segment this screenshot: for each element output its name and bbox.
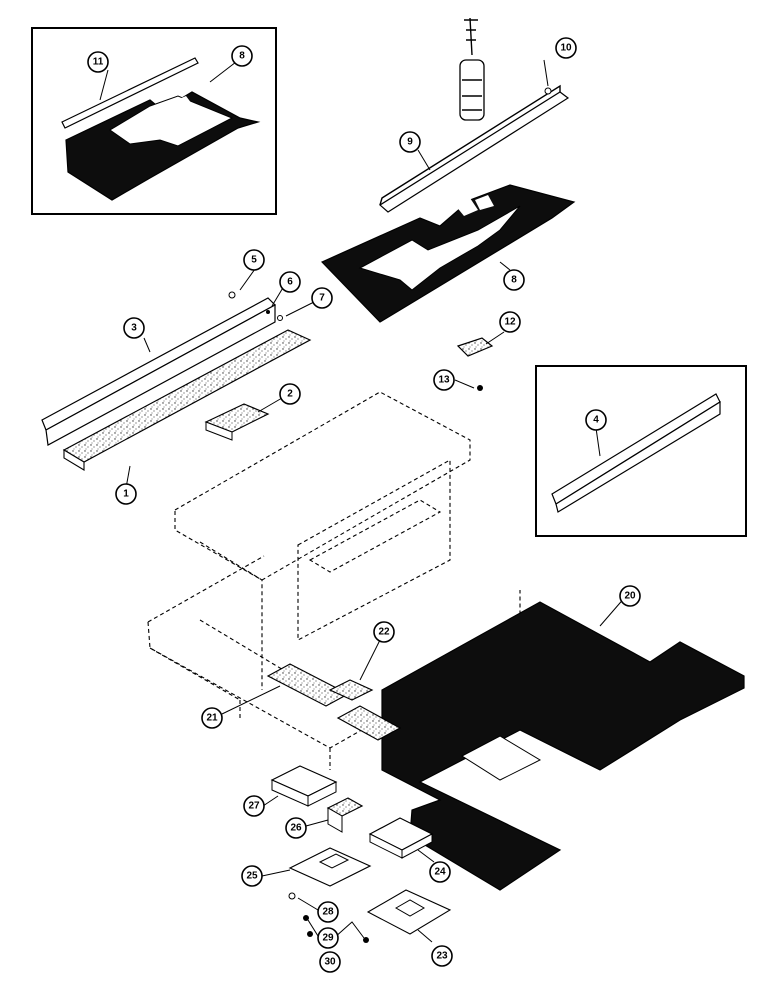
callout-label: 13 xyxy=(438,375,450,386)
callout-29: 29 xyxy=(317,927,339,949)
callout-label: 4 xyxy=(593,415,599,426)
callout-8-main: 8 xyxy=(503,269,525,291)
callout-3: 3 xyxy=(123,317,145,339)
callout-label: 26 xyxy=(290,823,302,834)
nut-7 xyxy=(277,315,283,321)
callout-label: 8 xyxy=(511,275,517,286)
callout-22: 22 xyxy=(373,621,395,643)
floor-mat-20 xyxy=(381,601,745,891)
callout-12: 12 xyxy=(499,311,521,333)
callout-23: 23 xyxy=(431,945,453,967)
callout-8-inset: 8 xyxy=(231,45,253,67)
callout-label: 7 xyxy=(319,293,325,304)
block-26 xyxy=(326,797,364,833)
callout-label: 10 xyxy=(560,43,572,54)
pad-27 xyxy=(270,765,338,807)
pad-24 xyxy=(368,817,434,859)
callout-label: 2 xyxy=(287,389,293,400)
callout-label: 30 xyxy=(324,957,336,968)
callout-label: 3 xyxy=(131,323,137,334)
callout-28: 28 xyxy=(317,901,339,923)
cab-frame-dashed xyxy=(147,391,521,770)
callout-9: 9 xyxy=(399,131,421,153)
callout-label: 6 xyxy=(287,277,293,288)
callout-11: 11 xyxy=(87,51,109,73)
plate-25 xyxy=(288,847,372,887)
callout-label: 22 xyxy=(378,627,390,638)
callout-label: 20 xyxy=(624,591,636,602)
callout-25: 25 xyxy=(241,865,263,887)
callout-1: 1 xyxy=(115,483,137,505)
callout-24: 24 xyxy=(429,861,451,883)
callout-7: 7 xyxy=(311,287,333,309)
callout-label: 5 xyxy=(251,255,257,266)
callout-label: 1 xyxy=(123,489,129,500)
foam-21 xyxy=(266,663,350,707)
angle-strip-3 xyxy=(41,297,276,446)
callout-2: 2 xyxy=(279,383,301,405)
leader-lines xyxy=(99,59,627,943)
washer-28 xyxy=(288,892,296,900)
screw-10 xyxy=(544,87,552,95)
callout-label: 24 xyxy=(434,867,446,878)
nut-30 xyxy=(307,931,313,937)
callout-10: 10 xyxy=(555,37,577,59)
callout-label: 25 xyxy=(246,871,258,882)
callout-6: 6 xyxy=(279,271,301,293)
callout-26: 26 xyxy=(285,817,307,839)
callout-label: 11 xyxy=(93,57,104,68)
callout-13: 13 xyxy=(433,369,455,391)
callout-5: 5 xyxy=(243,249,265,271)
callout-label: 9 xyxy=(407,137,413,148)
callout-label: 28 xyxy=(322,907,334,918)
callout-label: 27 xyxy=(248,801,260,812)
callout-30: 30 xyxy=(319,951,341,973)
foam-22 xyxy=(328,679,374,701)
foam-21b xyxy=(336,705,402,741)
strip-9 xyxy=(378,91,570,213)
block-12 xyxy=(456,337,494,357)
control-handle xyxy=(459,17,485,121)
inset-box-right xyxy=(535,365,747,537)
callout-20: 20 xyxy=(619,585,641,607)
callout-27: 27 xyxy=(243,795,265,817)
dark-panel-8 xyxy=(320,184,576,323)
screw-5 xyxy=(228,291,236,299)
washer-29 xyxy=(303,915,309,921)
washer-6 xyxy=(266,310,270,314)
callout-label: 23 xyxy=(436,951,448,962)
callout-21: 21 xyxy=(201,707,223,729)
nut-13 xyxy=(477,385,483,391)
nut-30b xyxy=(363,937,369,943)
callout-label: 8 xyxy=(239,51,245,62)
plate-23 xyxy=(366,889,452,935)
callout-label: 29 xyxy=(322,933,334,944)
callout-label: 12 xyxy=(504,317,516,328)
inset-box-top-left xyxy=(31,27,277,215)
callout-4: 4 xyxy=(585,409,607,431)
callout-label: 21 xyxy=(206,713,218,724)
